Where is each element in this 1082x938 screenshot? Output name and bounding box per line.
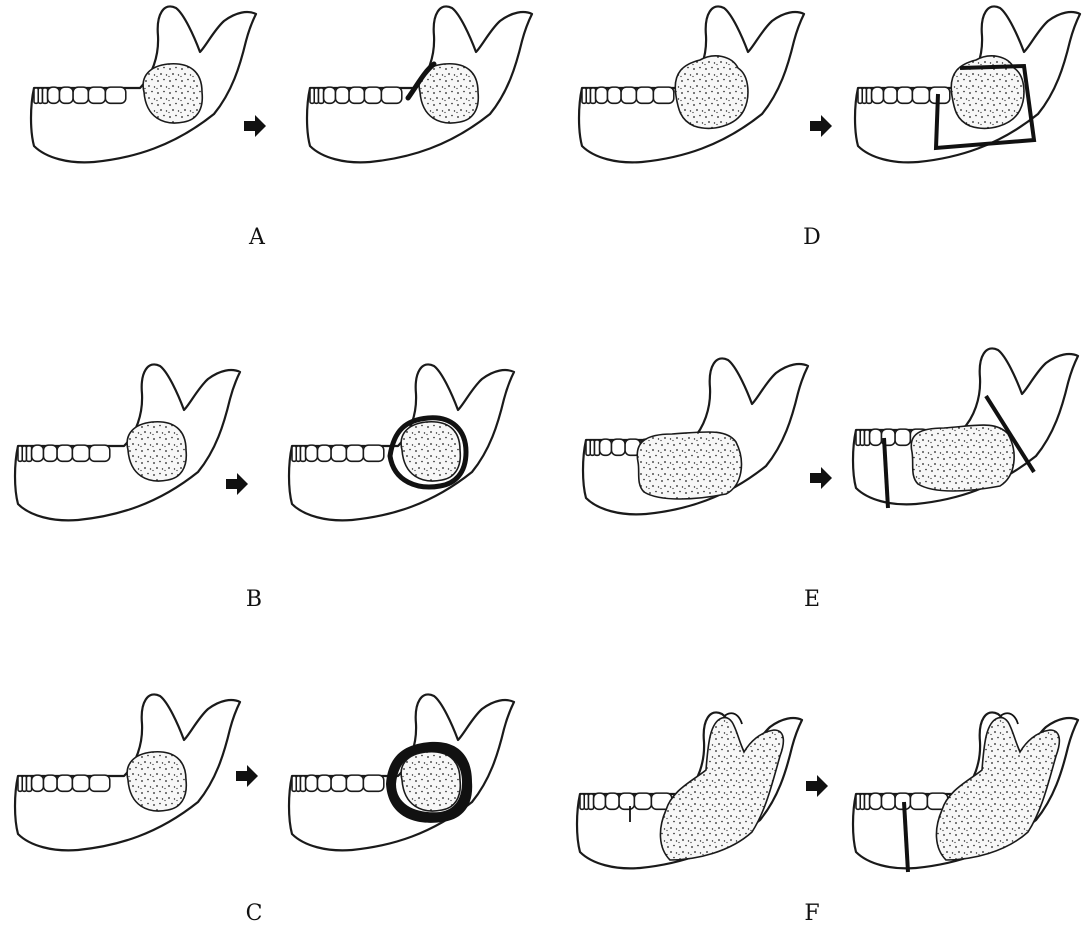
panel-d-after [855,6,1080,162]
right-arrow-icon [806,775,828,797]
right-arrow-icon [810,115,832,137]
panel-b: B [15,364,514,612]
panel-d-label: D [803,225,821,250]
panel-d-before [579,6,804,162]
panel-b-after [289,364,514,520]
panel-a-after [307,6,532,162]
panel-a: A [31,6,532,250]
right-arrow-icon [244,115,266,137]
panel-f-label: F [804,901,819,926]
panel-f-before [577,712,802,868]
panel-b-before [15,364,240,520]
panel-f: F [577,712,1078,926]
panel-c-before [15,694,240,850]
panel-e-label: E [804,587,820,612]
panel-c-label: C [246,901,263,926]
right-arrow-icon [236,765,258,787]
panel-a-label: A [248,225,266,250]
panel-e-before [583,358,808,514]
panel-e: E [583,348,1078,612]
panel-c: C [15,694,514,926]
right-arrow-icon [810,467,832,489]
panel-b-label: B [246,587,262,612]
panel-e-after [853,348,1078,508]
right-arrow-icon [226,473,248,495]
panel-d: D [579,6,1080,250]
panel-a-before [31,6,256,162]
panel-c-after [289,694,514,850]
panel-f-after [853,712,1078,872]
